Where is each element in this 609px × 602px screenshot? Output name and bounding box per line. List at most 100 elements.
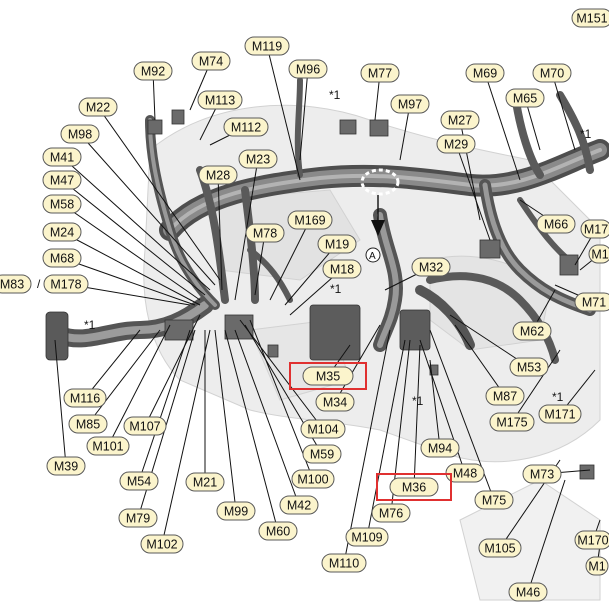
label-text: M97 [398, 98, 422, 112]
label-pill [322, 259, 362, 279]
note-slash: / [37, 277, 41, 291]
leader-m29 [455, 143, 491, 241]
label-m79: M79 [118, 508, 158, 528]
label-text: M171 [544, 408, 575, 422]
label-m178: M178 [43, 274, 89, 294]
harness-main [51, 77, 609, 364]
label-text: M39 [54, 460, 78, 474]
label-pill [197, 90, 243, 110]
label-text: M105 [484, 542, 515, 556]
leader-m101 [107, 324, 171, 447]
label-m62: M62 [512, 321, 552, 341]
label-text: M110 [329, 557, 359, 571]
label-m171: M171 [538, 404, 582, 424]
label-m69: M69 [465, 63, 505, 83]
label-pill [42, 194, 82, 214]
label-pill [300, 419, 346, 439]
label-m47: M47 [42, 170, 82, 190]
label-m28: M28 [198, 165, 238, 185]
label-text: M76 [379, 507, 403, 521]
label-pill [46, 456, 86, 476]
label-pill [536, 214, 576, 234]
label-text: M59 [310, 448, 334, 462]
label-pill [574, 292, 609, 312]
label-m23: M23 [238, 149, 278, 169]
label-pill [585, 556, 609, 576]
label-pill [288, 59, 328, 79]
label-m101: M101 [86, 436, 130, 456]
label-m66: M66 [536, 214, 576, 234]
leader-m96 [299, 68, 309, 161]
label-text: M60 [266, 525, 290, 539]
label-text: M92 [141, 65, 165, 79]
label-text: M175 [496, 416, 527, 430]
label-m170: M170 [574, 530, 609, 550]
label-text: M119 [252, 40, 282, 54]
label-m54: M54 [119, 471, 159, 491]
leader-m99 [214, 329, 237, 512]
label-m65: M65 [505, 88, 545, 108]
label-text: M48 [453, 467, 477, 481]
label-pill [68, 414, 108, 434]
label-text: M169 [294, 214, 325, 228]
label-pill [345, 527, 389, 547]
label-m41: M41 [42, 147, 82, 167]
note-star1-c: *1 [84, 318, 96, 332]
label-pill [279, 495, 319, 515]
label-pill [436, 134, 476, 154]
connector-blocks [45, 109, 595, 480]
leader-m70 [551, 72, 576, 151]
label-m100: M100 [291, 469, 335, 489]
label-text: M94 [428, 442, 452, 456]
label-text: M101 [92, 440, 123, 454]
label-text: M35 [316, 370, 340, 384]
label-pill [571, 8, 609, 28]
label-text: M1 [591, 248, 608, 262]
label-m77: M77 [360, 63, 400, 83]
label-pill [478, 538, 522, 558]
label-text: M41 [50, 151, 74, 165]
leader-m46 [527, 479, 566, 593]
label-m29: M29 [436, 134, 476, 154]
label-m36: M36 [376, 473, 452, 501]
label-m1x: M1 [588, 244, 609, 264]
label-pill [43, 274, 89, 294]
leader-m22 [97, 106, 221, 281]
label-m42: M42 [279, 495, 319, 515]
label-text: M100 [297, 473, 328, 487]
label-m119: M119 [244, 36, 290, 56]
label-text: M102 [146, 538, 177, 552]
label-pill [371, 503, 411, 523]
label-m32: M32 [411, 257, 451, 277]
label-m105: M105 [478, 538, 522, 558]
leader-m109 [366, 339, 406, 538]
label-pill [509, 357, 549, 377]
leader-m98 [79, 133, 216, 286]
label-text: M27 [448, 114, 472, 128]
label-m1b: M1 [585, 556, 609, 576]
label-text: M178 [50, 278, 81, 292]
label-pill [465, 63, 505, 83]
label-pill [390, 94, 430, 114]
label-text: M116 [70, 392, 100, 406]
label-pill [588, 244, 609, 264]
label-pill [508, 582, 548, 602]
label-pill [360, 63, 400, 83]
label-text: M46 [516, 586, 540, 600]
label-text: M1 [588, 560, 605, 574]
label-text: M62 [520, 325, 544, 339]
label-m92: M92 [133, 61, 173, 81]
label-text: M32 [419, 261, 443, 275]
label-m96: M96 [288, 59, 328, 79]
label-pill [420, 438, 460, 458]
note-circle-a: A [369, 251, 376, 262]
leader-m36 [413, 344, 421, 488]
label-pill [42, 147, 82, 167]
label-m73: M73 [522, 464, 562, 484]
highlight-box [289, 362, 367, 390]
label-m76: M76 [371, 503, 411, 523]
leader-m100 [249, 319, 314, 480]
label-text: M17 [584, 223, 608, 237]
label-m102: M102 [140, 534, 184, 554]
label-text: M19 [325, 238, 349, 252]
